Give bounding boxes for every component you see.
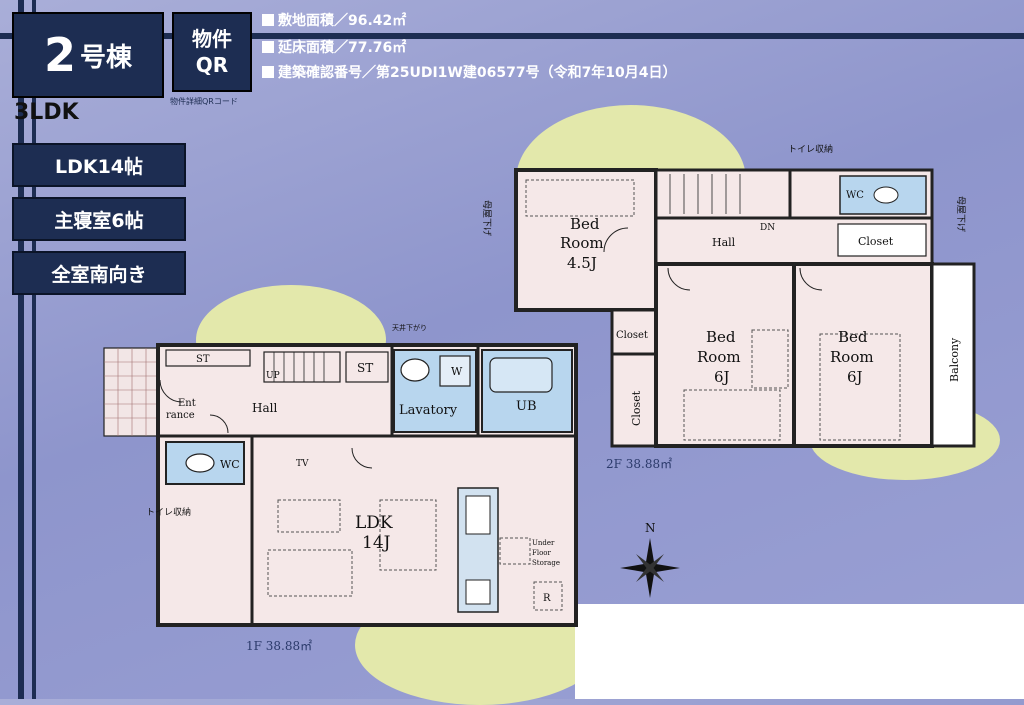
staircase-1f: [263, 351, 341, 383]
qr-badge[interactable]: 物件 QR: [172, 12, 252, 92]
kitchen-sink: [465, 495, 491, 535]
storage-st: [345, 351, 389, 383]
bathtub: [489, 357, 553, 393]
decor-line: [32, 0, 36, 699]
building-number: 2: [43, 28, 76, 82]
label-bed3-line1: Bed: [838, 328, 868, 346]
label-toilet-storage-2f: トイレ収納: [788, 143, 833, 155]
room-label-entrance-1: Ent: [178, 398, 196, 409]
building-suffix: 号棟: [80, 42, 133, 73]
label-eave-left: 母屋下げ: [481, 200, 492, 236]
feature-badge: LDK14帖: [12, 143, 186, 187]
room-label-ldk-size: 14J: [362, 533, 391, 553]
sink-icon: [400, 358, 430, 382]
bedroom-6-left: [654, 262, 796, 448]
floor-area-2f: 2F 38.88㎡: [606, 457, 672, 471]
room-label-entrance-2: rance: [166, 410, 195, 421]
room-label-w: W: [451, 365, 463, 378]
label-bed2-line1: Bed: [706, 328, 736, 346]
label-wc-2f: WC: [846, 190, 864, 201]
label-under-floor-2: Floor: [532, 549, 552, 557]
label-bed3-line3: 6J: [847, 368, 863, 386]
info-floor-area: 延床面積／77.76㎡: [262, 37, 406, 57]
label-balcony: Balcony: [948, 337, 961, 382]
staircase-2f: [654, 168, 792, 220]
room-label-tv: TV: [296, 459, 309, 469]
toilet-icon: [873, 186, 899, 204]
bedroom-45: [514, 168, 658, 312]
balcony: [930, 262, 976, 448]
qr-label-line2: QR: [195, 53, 229, 77]
room-label-st-mid: ST: [357, 361, 373, 375]
bullet-square: [262, 66, 274, 78]
qr-label-line1: 物件: [192, 27, 232, 51]
label-ceiling-note: 天井下がり: [392, 323, 427, 332]
label-closet-small: Closet: [616, 330, 648, 341]
room-label-r: R: [543, 593, 551, 604]
label-hall-2f: Hall: [712, 236, 736, 249]
label-bed3-line2: Room: [830, 348, 874, 366]
label-under-floor-3: Storage: [532, 559, 560, 567]
label-bed1-line3: 4.5J: [567, 254, 597, 272]
info-permit: 建築確認番号／第25UDI1W建06577号（令和7年10月4日）: [262, 62, 677, 82]
info-site-area: 敷地面積／96.42㎡: [262, 10, 406, 30]
floor-plan-2f: [514, 168, 976, 448]
label-eave-right: 母屋下げ: [955, 196, 966, 232]
room-label-up: UP: [266, 371, 280, 381]
label-bed2-line2: Room: [697, 348, 741, 366]
toilet-icon: [185, 453, 215, 473]
room-label-lavatory: Lavatory: [399, 403, 458, 418]
compass-north-label: N: [645, 521, 656, 535]
cooktop: [465, 579, 491, 605]
layout-type: 3LDK: [14, 100, 79, 125]
room-label-st-top: ST: [196, 354, 210, 365]
closet-hall: [837, 223, 927, 257]
bullet-square: [262, 14, 274, 26]
room-label-ldk: LDK: [355, 513, 393, 533]
room-label-hall-1f: Hall: [252, 401, 277, 415]
feature-badge: 全室南向き: [12, 251, 186, 295]
washer-space: [439, 355, 471, 387]
floor-area-1f: 1F 38.88㎡: [246, 639, 312, 653]
compass-icon: [620, 538, 680, 598]
label-bed1-line1: Bed: [570, 215, 600, 233]
bedroom-6-right: [792, 262, 934, 448]
room-label-wc-1f: WC: [220, 458, 240, 471]
storage-top: [165, 349, 251, 367]
label-closet-hall: Closet: [858, 235, 894, 248]
label-closet-tall: Closet: [630, 390, 643, 426]
qr-caption: 物件詳細QRコード: [170, 97, 238, 106]
label-bed1-line2: Room: [560, 234, 604, 252]
room-label-ub: UB: [516, 399, 537, 414]
label-bed2-line3: 6J: [714, 368, 730, 386]
label-under-floor-1: Under: [532, 539, 555, 547]
bullet-square: [262, 41, 274, 53]
closet-tall: [610, 352, 658, 448]
feature-badge: 主寝室6帖: [12, 197, 186, 241]
white-patch: [575, 604, 1024, 699]
decor-line: [0, 33, 1024, 39]
label-toilet-storage-1f: トイレ収納: [146, 506, 191, 518]
decor-line: [18, 0, 24, 699]
label-dn: DN: [760, 223, 775, 233]
floor-plan-1f: [103, 343, 578, 627]
building-number-badge: 2 号棟: [12, 12, 164, 98]
